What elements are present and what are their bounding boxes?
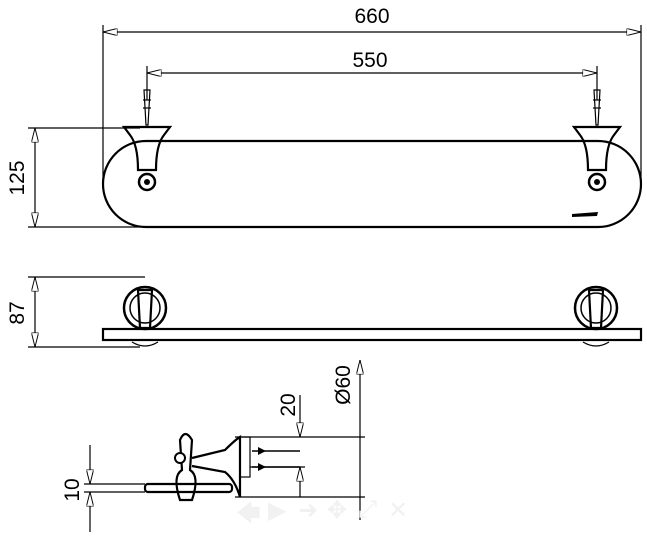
brand-logo [572, 212, 598, 217]
dim-mount-spacing: 550 [352, 49, 387, 72]
glass-section [143, 482, 234, 494]
dim-base-offset: 20 [277, 393, 300, 416]
screw-right [593, 89, 601, 126]
arrow-right-icon[interactable]: ➜ [298, 497, 319, 524]
arrow-left-icon[interactable]: 🡄 [236, 500, 261, 527]
dim-height: 87 [6, 301, 29, 324]
dim-overall-length: 660 [354, 5, 389, 28]
side-section-view: Ø60 20 10 [61, 360, 365, 532]
top-view: 660 550 125 [6, 5, 643, 229]
expand-icon[interactable]: ⤢ [358, 496, 378, 523]
move-icon[interactable]: ✥ [327, 497, 348, 524]
dim-diameter: Ø60 [332, 365, 355, 405]
front-view: 87 [6, 276, 643, 348]
close-icon[interactable]: ✕ [388, 497, 409, 524]
bracket-left [121, 125, 173, 192]
bracket-section [175, 432, 197, 502]
bracket-right [571, 125, 623, 192]
knob-left [122, 285, 168, 347]
dim-depth: 125 [6, 160, 29, 195]
knob-right [573, 285, 619, 347]
shelf-top-outline [101, 139, 643, 229]
dim-glass-thickness: 10 [61, 478, 84, 501]
glass-shelf-side [101, 327, 643, 342]
play-icon[interactable]: ▶ [268, 497, 287, 524]
screw-left [143, 89, 151, 126]
